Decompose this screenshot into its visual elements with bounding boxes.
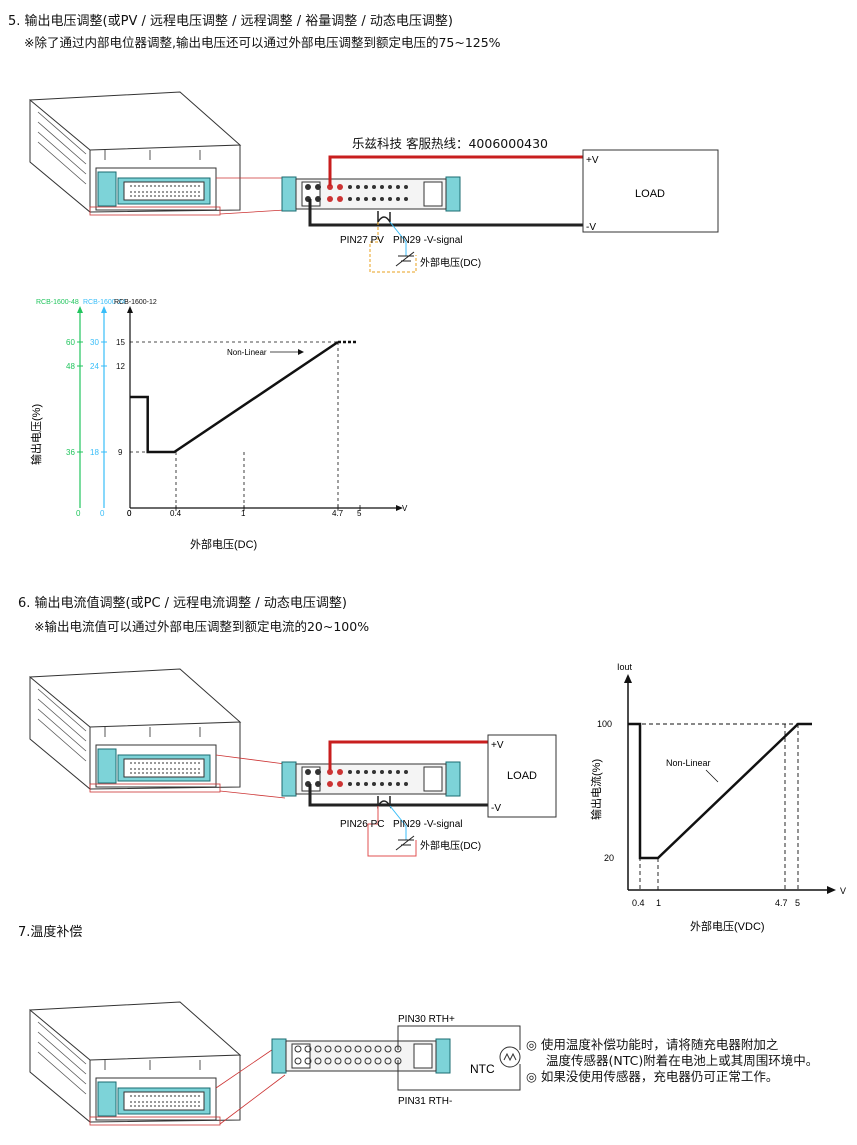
pin-b-label-5: PIN29 -V-signal — [393, 235, 462, 246]
tick-24-18: 18 — [90, 448, 99, 457]
pin-a-label-5: PIN27 PV — [340, 235, 384, 246]
tick-48-0: 0 — [76, 509, 81, 518]
note-line-2: 温度传感器(NTC)附着在电池上或其周围环境中。 — [546, 1053, 819, 1068]
current-series-line — [628, 722, 812, 860]
y-tick-20: 20 — [604, 853, 614, 863]
note-line-3: ◎ 如果没使用传感器，充电器仍可正常工作。 — [526, 1069, 779, 1084]
ntc-circuit-box — [397, 1025, 521, 1091]
section7-title: 7.温度补偿 — [18, 925, 83, 940]
x-label-current: 外部电压(VDC) — [690, 919, 765, 933]
x-tick-5: 5 — [357, 509, 362, 518]
pin-b-label-6: PIN29 -V-signal — [393, 819, 462, 830]
section6-note: ※输出电流值可以通过外部电压调整到额定电流的20~100% — [34, 619, 370, 634]
hotline-text: 乐兹科技 客服热线：4006000430 — [352, 136, 549, 151]
tick-12-0: 0 — [127, 509, 132, 518]
x-tick-47-current: 4.7 — [775, 898, 788, 908]
negative-wire-5 — [308, 199, 583, 227]
tick-12-9: 9 — [118, 448, 123, 457]
plus-v-label-6: +V — [491, 740, 504, 751]
section6-title: 6. 输出电流值调整(或PC / 远程电流调整 / 动态电压调整) — [18, 596, 347, 611]
x-unit-v-current: V — [840, 886, 846, 896]
x-tick-1-current: 1 — [656, 898, 661, 908]
series-label-48: RCB-1600-48 — [36, 299, 79, 306]
psu-image-7 — [29, 1001, 241, 1126]
voltage-source-icon-5 — [395, 251, 415, 267]
load-label-5: LOAD — [635, 188, 665, 200]
minus-v-label-6: -V — [491, 803, 501, 814]
tick-24-30: 30 — [90, 338, 99, 347]
section5-note: ※除了通过内部电位器调整,输出电压还可以通过外部电压调整到额定电压的75~125… — [24, 35, 501, 50]
tick-48-48: 48 — [66, 362, 75, 371]
tick-48-60: 60 — [66, 338, 75, 347]
positive-wire-6 — [328, 740, 488, 770]
x-tick-1: 1 — [241, 509, 246, 518]
series-label-24: RCB-1600-24 — [83, 299, 126, 306]
voltage-series-line — [130, 340, 339, 454]
pin-top-label: PIN30 RTH+ — [398, 1014, 455, 1025]
psu-image-6 — [29, 668, 241, 793]
x-tick-0: 0 — [127, 509, 132, 518]
tick-24-24: 24 — [90, 362, 99, 371]
ntc-label: NTC — [470, 1062, 495, 1076]
section5-title: 5. 输出电压调整(或PV / 远程电压调整 / 远程调整 / 裕量调整 / 动… — [8, 14, 453, 29]
x-unit-v: V — [402, 504, 408, 513]
minus-v-label-5: -V — [586, 222, 596, 233]
nonlinear-label-1: Non-Linear — [227, 348, 267, 357]
x-tick-04: 0.4 — [170, 509, 182, 518]
tick-12-15: 15 — [116, 338, 125, 347]
note-line-1: ◎ 使用温度补偿功能时，请将随充电器附加之 — [526, 1037, 779, 1052]
x-label-voltage: 外部电压(DC) — [190, 537, 257, 551]
connector-7 — [271, 1038, 451, 1074]
tick-24-0: 0 — [100, 509, 105, 518]
x-tick-04-current: 0.4 — [632, 898, 645, 908]
chart-voltage: RCB-1600-48 RCB-1600-24 RCB-1600-12 60 4… — [29, 299, 408, 551]
positive-wire-5 — [328, 155, 583, 186]
chart-current: Iout V 100 20 Non-Linear 0.4 1 4.7 5 输出电… — [589, 662, 846, 933]
thermistor-icon — [499, 1046, 521, 1068]
plus-v-label-5: +V — [586, 155, 599, 166]
ext-voltage-label-5: 外部电压(DC) — [420, 256, 481, 269]
voltage-source-icon-6 — [395, 835, 415, 851]
load-box-5 — [582, 149, 719, 233]
series-label-12: RCB-1600-12 — [114, 299, 157, 306]
x-tick-47: 4.7 — [332, 509, 344, 518]
x-tick-5-current: 5 — [795, 898, 800, 908]
tick-12-12: 12 — [116, 362, 125, 371]
load-box-6 — [487, 734, 557, 818]
pin-a-label-6: PIN26 PC — [340, 819, 384, 830]
tick-48-36: 36 — [66, 448, 75, 457]
y-label-current: 输出电流(%) — [589, 759, 603, 820]
y-label-voltage: 输出电压(%) — [29, 404, 43, 465]
y-axis-label-iout: Iout — [617, 662, 633, 672]
nonlinear-label-2: Non-Linear — [666, 758, 711, 768]
negative-wire-6 — [308, 784, 488, 807]
load-label-6: LOAD — [507, 770, 537, 782]
ext-voltage-label-6: 外部电压(DC) — [420, 839, 481, 852]
pin-bottom-label: PIN31 RTH- — [398, 1096, 452, 1107]
y-tick-100: 100 — [597, 719, 612, 729]
connector-6 — [281, 761, 461, 797]
psu-image-5 — [29, 91, 241, 216]
